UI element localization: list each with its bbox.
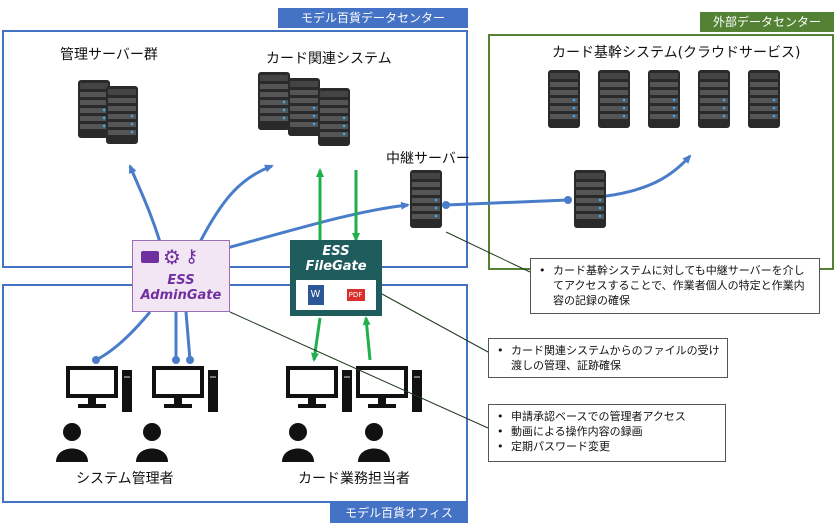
line-admin-monitor-1	[95, 311, 152, 362]
core-server-1	[548, 70, 580, 128]
region-office-label: モデル百貨オフィス	[330, 503, 468, 523]
core-server-5	[748, 70, 780, 128]
relay-server	[410, 170, 442, 228]
key-icon: ⚷	[184, 246, 199, 267]
line-admin-monitor-2b	[184, 311, 192, 361]
note-filegate: カード関連システムからのファイルの受け渡しの管理、証跡確保	[488, 338, 728, 378]
staff-user-2	[358, 423, 390, 462]
callout-line-relay	[445, 231, 531, 273]
region-data-center-label: モデル百貨データセンター	[278, 8, 468, 28]
admingate-label: ESS AdminGate	[140, 273, 222, 303]
green-arrow-down-2	[311, 317, 322, 362]
arrow-to-relay	[219, 201, 410, 252]
card-server-3	[318, 88, 350, 146]
core-server-3	[648, 70, 680, 128]
green-arrow-up-2	[362, 316, 372, 361]
admin-monitor-2	[152, 366, 218, 412]
mgmt-server-2	[106, 86, 138, 144]
note-admingate-item-2: 動画による操作内容の録画	[497, 424, 719, 439]
core-server-2	[598, 70, 630, 128]
core-system-label: カード基幹システム(クラウドサービス)	[552, 45, 801, 61]
relay-server-label: 中継サーバー	[386, 151, 470, 167]
gear-icon: ⚙	[163, 245, 181, 269]
card-server-2	[288, 78, 320, 136]
admin-monitor-1	[66, 366, 132, 412]
region-office	[2, 284, 468, 503]
admin-user-1	[56, 423, 88, 462]
arrow-to-card-system	[198, 164, 274, 243]
note-admingate-item-3: 定期パスワード変更	[497, 439, 719, 454]
note-filegate-item: カード関連システムからのファイルの受け渡しの管理、証跡確保	[497, 343, 721, 373]
external-relay-server	[574, 170, 606, 228]
note-admingate-item-1: 申請承認ベースでの管理者アクセス	[497, 409, 719, 424]
filegate-box[interactable]: ESS FileGate W PDF	[290, 240, 382, 316]
note-relay: カード基幹システムに対しても中継サーバーを介してアクセスすることで、作業者個人の…	[530, 258, 820, 314]
core-server-4	[698, 70, 730, 128]
arrow-to-mgmt	[128, 164, 162, 243]
note-admingate: 申請承認ベースでの管理者アクセス 動画による操作内容の録画 定期パスワード変更	[488, 404, 726, 462]
mgmt-servers-label: 管理サーバー群	[60, 47, 158, 63]
card-staff-label: カード業務担当者	[298, 471, 410, 487]
pdf-file-icon: PDF	[346, 289, 365, 301]
note-relay-item: カード基幹システムに対しても中継サーバーを介してアクセスすることで、作業者個人の…	[539, 263, 813, 308]
admingate-box[interactable]: ⚙ ⚷ ESS AdminGate	[132, 240, 230, 312]
filegate-label: ESS FileGate	[305, 244, 367, 274]
word-file-icon: W	[307, 285, 324, 305]
card-system-label: カード関連システム	[266, 51, 392, 67]
arrow-to-core	[605, 154, 692, 198]
callout-line-filegate	[381, 293, 489, 353]
mgmt-server-1	[78, 80, 110, 138]
admin-user-2	[136, 423, 168, 462]
region-data-center	[2, 30, 468, 268]
arrow-relay-to-external	[445, 198, 569, 207]
region-external-dc-label: 外部データセンター	[700, 12, 834, 32]
callout-line-admingate	[229, 311, 489, 429]
camera-icon	[141, 251, 159, 263]
card-server-1	[258, 72, 290, 130]
sys-admin-label: システム管理者	[76, 471, 174, 487]
staff-monitor-1	[286, 366, 352, 412]
staff-user-1	[282, 423, 314, 462]
